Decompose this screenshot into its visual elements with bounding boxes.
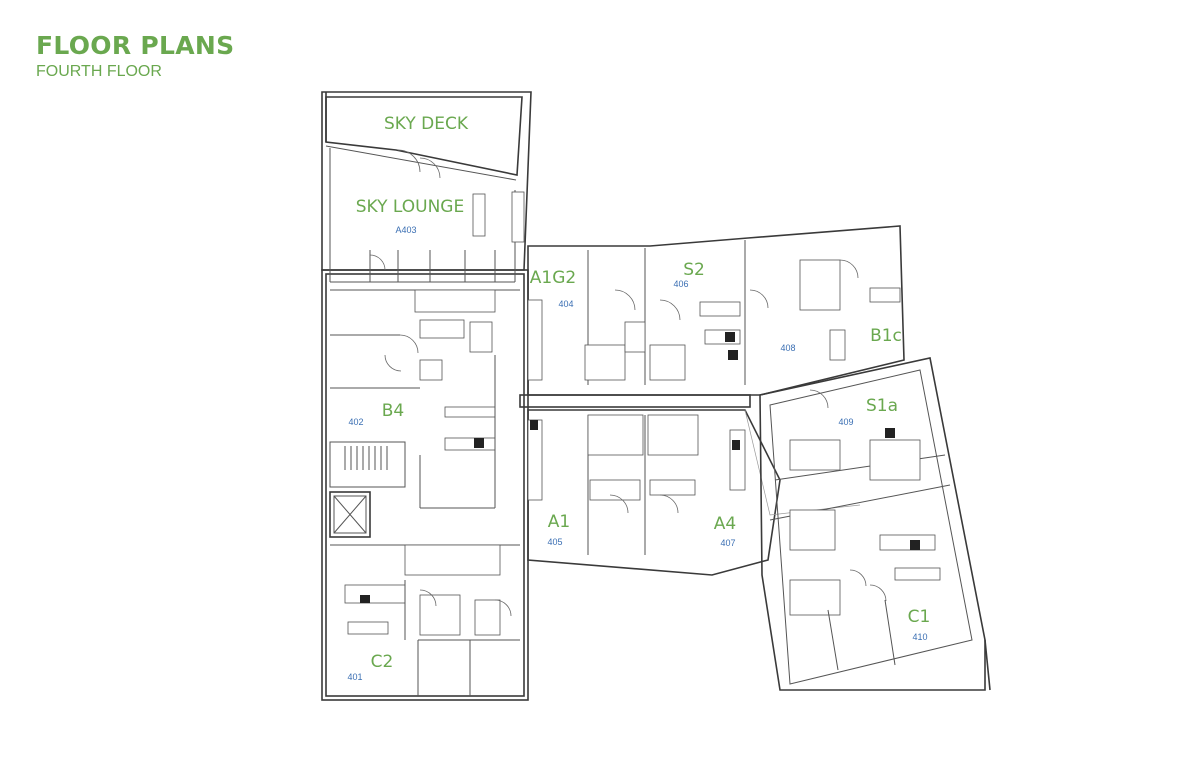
number-a1: 405 <box>547 537 562 547</box>
label-c1: C1 <box>908 607 931 627</box>
number-b1c: 408 <box>780 343 795 353</box>
label-sky-lounge: SKY LOUNGE <box>356 197 464 217</box>
number-b4: 402 <box>348 417 363 427</box>
number-c2: 401 <box>347 672 362 682</box>
number-sky-lounge: A403 <box>395 225 416 235</box>
label-b4: B4 <box>382 401 404 421</box>
label-a4: A4 <box>714 514 736 534</box>
space-labels: SKY DECK SKY LOUNGE A403 A1G2 404 S2 406… <box>347 114 930 682</box>
number-c1: 410 <box>912 632 927 642</box>
label-a1g2: A1G2 <box>530 268 576 288</box>
central-block <box>519 225 905 576</box>
page-title: FLOOR PLANS <box>36 31 235 60</box>
label-c2: C2 <box>371 652 394 672</box>
label-a1: A1 <box>548 512 570 532</box>
east-wing <box>759 357 991 691</box>
number-s2: 406 <box>673 279 688 289</box>
number-s1a: 409 <box>838 417 853 427</box>
number-a1g2: 404 <box>558 299 573 309</box>
number-a4: 407 <box>720 538 735 548</box>
page-subtitle: FOURTH FLOOR <box>36 63 162 80</box>
label-s1a: S1a <box>866 396 898 416</box>
label-sky-deck: SKY DECK <box>384 114 469 134</box>
west-wing <box>321 91 532 701</box>
label-s2: S2 <box>683 260 705 280</box>
label-b1c: B1c <box>870 326 902 346</box>
